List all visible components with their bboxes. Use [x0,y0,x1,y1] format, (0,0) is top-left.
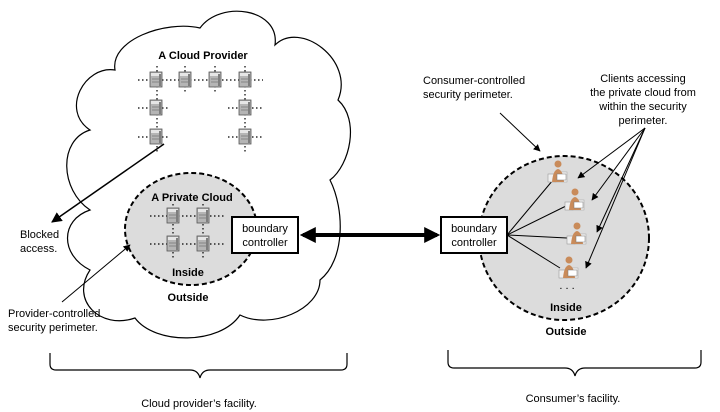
server-icon [149,128,163,145]
client-links [506,179,568,269]
left-boundary-line2: controller [242,237,288,249]
clients-note-line4: perimeter. [619,115,668,127]
blocked-access-line2: access. [20,243,57,255]
left-boundary-line1: boundary [242,223,288,235]
left-inside-label: Inside [172,267,204,279]
server-icon [238,99,252,116]
blocked-access-line1: Blocked [20,229,59,241]
clients-note-arrows [577,127,646,269]
server-icon [208,71,222,88]
server-icon [149,71,163,88]
consumer-perimeter-line1: Consumer-controlled [423,75,525,87]
provider-facility-label: Cloud provider’s facility. [141,398,257,410]
provider-perimeter-line1: Provider-controlled [8,308,100,320]
clients-note-line2: the private cloud from [590,87,696,99]
provider-perimeter-arrow [61,244,131,303]
consumer-facility-brace [447,350,702,377]
server-icon [166,207,180,224]
provider-facility-brace [49,353,348,379]
left-boundary-controller-box [231,216,299,254]
consumer-perimeter-arrow [499,112,541,152]
server-icon [178,71,192,88]
clients-note-line3: within the security [598,101,687,113]
right-boundary-line2: controller [451,237,497,249]
server-icon [238,128,252,145]
private-cloud-title: A Private Cloud [151,192,233,204]
server-icon [149,99,163,116]
right-ellipsis: . . . [559,280,574,292]
clients-note-line1: Clients accessing [600,73,686,85]
server-icon [196,207,210,224]
provider-cloud-title: A Cloud Provider [158,50,248,62]
right-boundary-line1: boundary [451,223,497,235]
right-boundary-controller-box [440,216,508,254]
left-outside-label: Outside [168,292,209,304]
provider-perimeter-line2: security perimeter. [8,322,98,334]
consumer-perimeter-line2: security perimeter. [423,89,513,101]
server-icon [166,235,180,252]
right-inside-label: Inside [550,302,582,314]
consumer-facility-label: Consumer’s facility. [526,393,621,405]
blocked-access-arrow [51,143,165,223]
server-icon [196,235,210,252]
right-outside-label: Outside [546,326,587,338]
server-icon [238,71,252,88]
